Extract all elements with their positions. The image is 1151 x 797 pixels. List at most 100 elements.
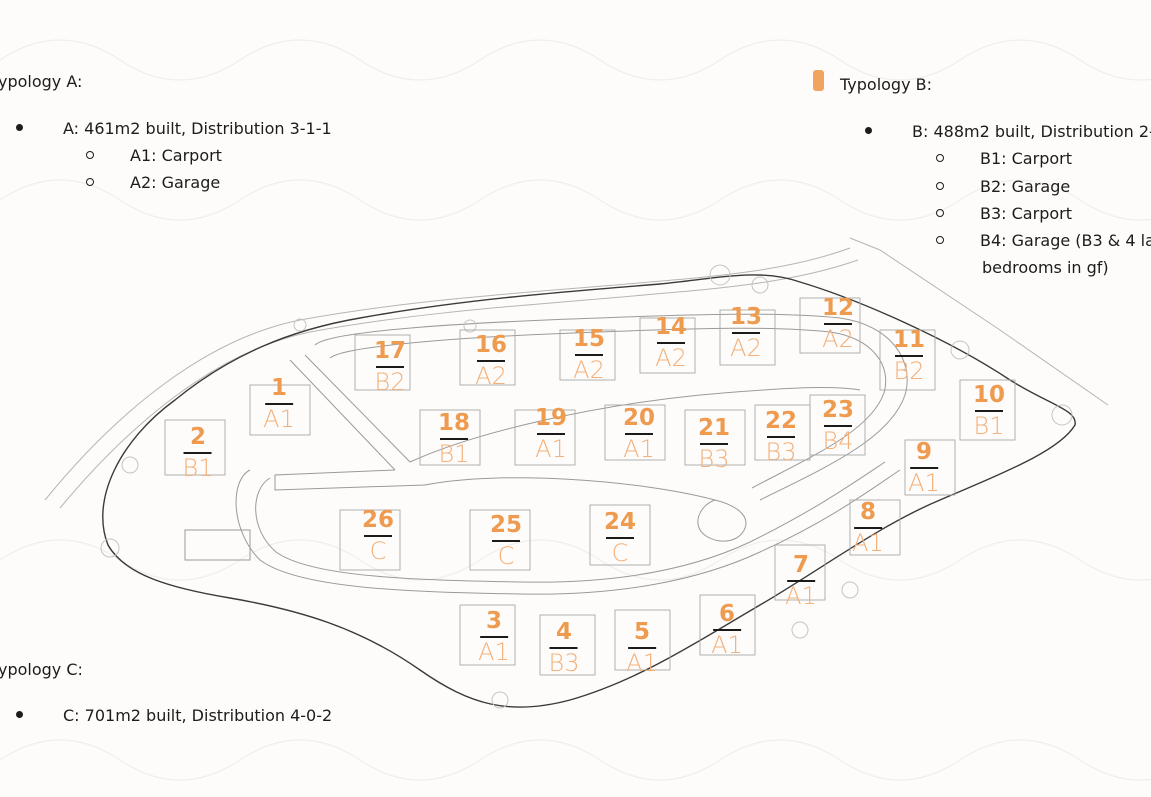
lot-8[interactable]: 8 A1: [852, 499, 884, 557]
typology-b-sub-1: B1: Carport: [936, 149, 1072, 168]
lot-17[interactable]: 17 B2: [374, 338, 406, 396]
lot-3[interactable]: 3 A1: [478, 608, 510, 666]
lot-14[interactable]: 14 A2: [655, 314, 687, 372]
lot-number: 18: [437, 410, 471, 436]
lot-underline: [854, 527, 882, 529]
lot-19[interactable]: 19 A1: [535, 405, 567, 463]
lot-type: B3: [548, 649, 580, 677]
typology-a-sub-1-text: A1: Carport: [130, 146, 222, 165]
trees: [100, 264, 1073, 709]
lot-24[interactable]: 24 C: [604, 509, 636, 567]
typology-b-sub-2-text: B2: Garage: [980, 177, 1071, 196]
lot-number: 17: [373, 338, 407, 364]
lot-type: B2: [374, 368, 406, 396]
lot-number: 19: [534, 405, 568, 431]
typology-b-sub-4-continuation: bedrooms in gf): [982, 258, 1109, 277]
lot-underline: [628, 647, 656, 649]
lot-number: 10: [972, 382, 1006, 408]
lot-type: C: [497, 542, 515, 570]
typology-b-sub-2: B2: Garage: [936, 177, 1070, 196]
lot-underline: [731, 332, 760, 334]
bullet-ring-icon: [936, 235, 944, 244]
typology-a-sub-2-text: A2: Garage: [130, 173, 221, 192]
lot-type: A1: [263, 405, 295, 433]
typology-c-heading: ypology C:: [0, 660, 83, 679]
lot-4[interactable]: 4 B3: [549, 619, 580, 677]
lot-number: 14: [654, 314, 688, 340]
lot-underline: [766, 436, 795, 438]
lot-type: B3: [765, 438, 797, 466]
lot-25[interactable]: 25 C: [490, 512, 522, 570]
lot-number: 20: [622, 405, 656, 431]
lot-type: A2: [822, 325, 854, 353]
lot-type: B2: [893, 357, 925, 385]
lot-type: C: [611, 539, 629, 567]
lot-underline: [476, 360, 505, 362]
lot-type: C: [369, 537, 387, 565]
lot-type: A1: [626, 649, 658, 677]
lot-5[interactable]: 5 A1: [626, 619, 658, 677]
lot-6[interactable]: 6 A1: [711, 601, 743, 659]
lot-21[interactable]: 21 B3: [698, 415, 730, 473]
typology-b-sub-3-text: B3: Carport: [980, 204, 1072, 223]
lot-number: 12: [821, 295, 855, 321]
lot-number: 4: [555, 619, 573, 645]
lot-7[interactable]: 7 A1: [785, 552, 817, 610]
lot-underline: [363, 535, 392, 537]
lot-12[interactable]: 12 A2: [822, 295, 854, 353]
lot-type: B4: [822, 427, 854, 455]
lot-number: 25: [489, 512, 523, 538]
bullet-ring-icon: [86, 177, 94, 186]
lot-16[interactable]: 16 A2: [475, 332, 507, 390]
lot-26[interactable]: 26 C: [362, 507, 394, 565]
typology-b-sub-1-text: B1: Carport: [980, 149, 1072, 168]
lot-18[interactable]: 18 B1: [438, 410, 470, 468]
bullet-ring-icon: [936, 208, 944, 217]
lot-type: A2: [475, 362, 507, 390]
site-boundary: [102, 274, 1076, 708]
lot-2[interactable]: 2 B1: [183, 424, 214, 482]
lot-10[interactable]: 10 B1: [973, 382, 1005, 440]
lot-number: 21: [697, 415, 731, 441]
lot-number: 8: [859, 499, 876, 525]
lot-number: 2: [189, 424, 207, 450]
lot-underline: [910, 467, 938, 469]
bullet-dot-icon: [16, 124, 23, 131]
lot-type: A1: [478, 638, 510, 666]
bullet-dot-icon: [16, 711, 23, 718]
typology-a-heading: ypology A:: [0, 72, 83, 91]
lot-23[interactable]: 23 B4: [822, 397, 854, 455]
lot-9[interactable]: 9 A1: [908, 439, 940, 497]
typology-a-bullet: A: 461m2 built, Distribution 3-1-1: [16, 119, 332, 138]
lot-underline: [549, 647, 578, 649]
lot-13[interactable]: 13 A2: [730, 304, 762, 362]
lot-number: 6: [718, 601, 735, 627]
lot-number: 16: [474, 332, 508, 358]
lot-type: A1: [623, 435, 655, 463]
building-footprints: [164, 297, 1016, 676]
typology-b-swatch: [813, 70, 824, 91]
lot-underline: [605, 537, 634, 539]
lot-type: B3: [698, 445, 730, 473]
lot-underline: [183, 452, 212, 454]
lot-underline: [974, 410, 1003, 412]
lot-underline: [439, 438, 468, 440]
lot-22[interactable]: 22 B3: [765, 408, 797, 466]
lot-number: 3: [485, 608, 502, 634]
lot-underline: [574, 354, 603, 356]
typology-b-sub-4-text: B4: Garage (B3 & 4 la: [980, 231, 1151, 250]
typology-b-sub-3: B3: Carport: [936, 204, 1072, 223]
lot-underline: [624, 433, 653, 435]
bullet-ring-icon: [936, 153, 944, 162]
lot-11[interactable]: 11 B2: [893, 327, 925, 385]
lot-type: B1: [438, 440, 470, 468]
lot-underline: [480, 636, 508, 638]
bullet-ring-icon: [86, 150, 94, 159]
background-pattern: [0, 39, 1151, 781]
lot-type: B1: [182, 454, 214, 482]
typology-c-bullet: C: 701m2 built, Distribution 4-0-2: [16, 706, 332, 725]
lot-1[interactable]: 1 A1: [263, 375, 295, 433]
lot-15[interactable]: 15 A2: [573, 326, 605, 384]
lot-20[interactable]: 20 A1: [623, 405, 655, 463]
